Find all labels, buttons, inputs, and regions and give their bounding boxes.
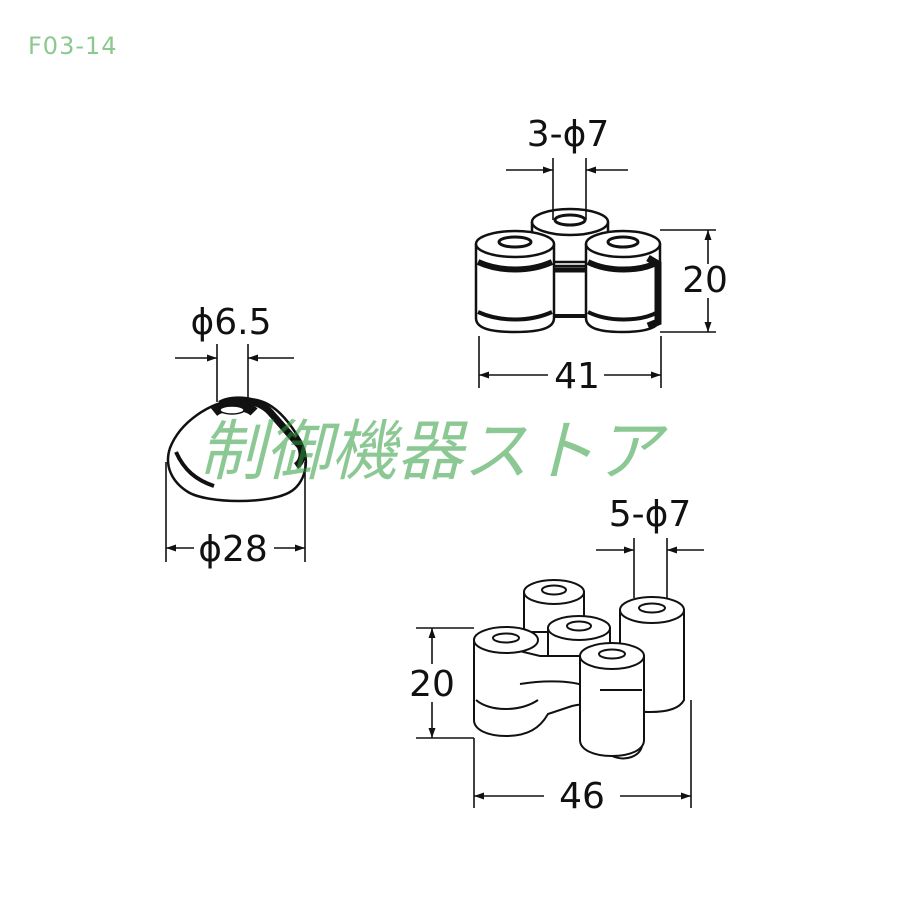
round-cap-dimensions bbox=[165, 344, 306, 562]
product-code: F03-14 bbox=[28, 32, 118, 60]
three-hole-height-label: 20 bbox=[682, 260, 728, 301]
five-hole-height-label: 20 bbox=[409, 664, 455, 705]
three-hole-width-label: 41 bbox=[554, 356, 600, 397]
store-watermark: 制御機器ストア bbox=[199, 413, 668, 490]
five-hole-dimensions bbox=[416, 538, 704, 808]
three-hole-part bbox=[474, 207, 662, 334]
round-cap-width-label: ϕ28 bbox=[198, 529, 268, 570]
round-cap-hole-label: ϕ6.5 bbox=[191, 302, 272, 343]
five-hole-width-label: 46 bbox=[559, 776, 605, 817]
round-cap-part bbox=[166, 396, 308, 503]
three-hole-holes-label: 3-ϕ7 bbox=[527, 114, 610, 155]
three-hole-dimensions bbox=[478, 158, 716, 388]
five-hole-holes-label: 5-ϕ7 bbox=[609, 494, 692, 535]
five-hole-part bbox=[473, 579, 685, 760]
